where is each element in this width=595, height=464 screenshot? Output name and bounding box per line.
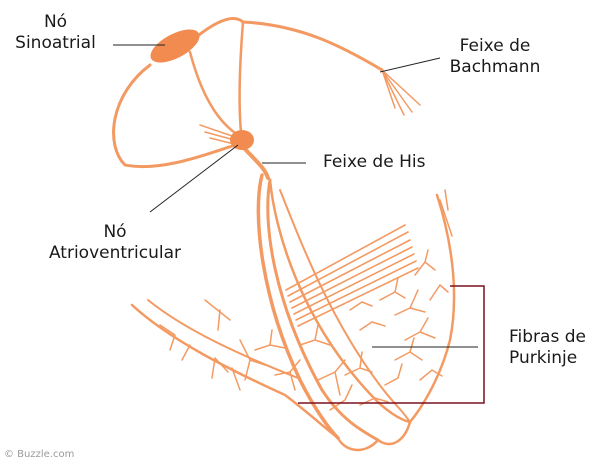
his-label: Feixe de His: [323, 152, 425, 173]
bachmann-label-line1: Feixe de: [440, 36, 550, 57]
sa-node-shape: [146, 23, 205, 70]
sa-node-label: Nó Sinoatrial: [8, 12, 103, 54]
right-ventricle-wall-fiber: [410, 195, 454, 422]
bachmann-leader: [380, 58, 440, 72]
internodal-pathway-middle: [190, 52, 238, 135]
av-node-label-line1: Nó: [40, 222, 190, 243]
purkinje-label: Fibras de Purkinje: [509, 327, 586, 369]
bachmann-label-line2: Bachmann: [440, 57, 550, 78]
right-bundle-branch: [268, 180, 378, 440]
left-ventricle-wall-fiber: [132, 305, 338, 438]
av-node-label-line2: Atrioventricular: [40, 243, 190, 264]
av-node-label: Nó Atrioventricular: [40, 222, 190, 264]
purkinje-label-line2: Purkinje: [509, 348, 586, 369]
left-bundle-branch: [258, 175, 338, 438]
sa-node-label-line2: Sinoatrial: [8, 33, 103, 54]
bachmann-bundle-fiber: [243, 22, 382, 70]
image-credit: © Buzzle.com: [4, 449, 74, 460]
leader-lines: [113, 45, 478, 347]
av-node-shape: [230, 130, 254, 150]
bachmann-label: Feixe de Bachmann: [440, 36, 550, 78]
sa-node-label-line1: Nó: [8, 12, 103, 33]
purkinje-label-line1: Fibras de: [509, 327, 586, 348]
purkinje-bracket: [298, 286, 484, 403]
av-node-leader: [150, 145, 238, 212]
sa-upper-fiber: [195, 19, 243, 38]
internodal-pathway-posterior: [240, 22, 243, 132]
